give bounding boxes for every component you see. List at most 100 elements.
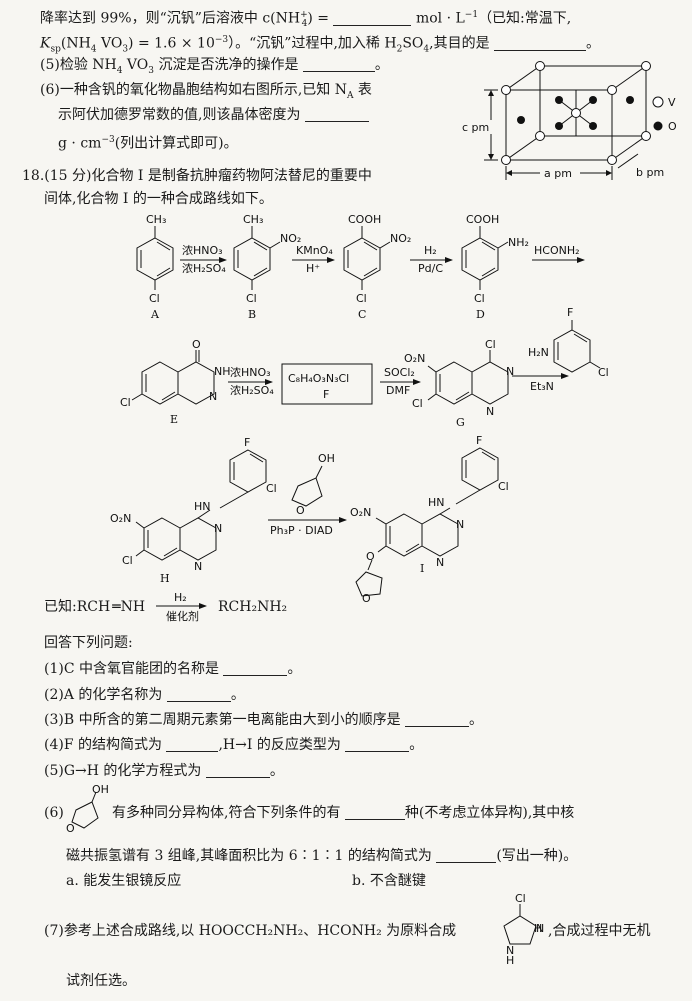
o-atom — [555, 96, 563, 104]
answer-blank[interactable] — [333, 11, 412, 26]
q6-line-3: g · cm−3(列出计算式即可)。 — [58, 135, 238, 152]
v-atom — [641, 61, 651, 71]
crystal-cell-diagram: V O c pm b pm a pm — [462, 61, 677, 180]
line-1: 降率达到 99%，则“沉钒”后溶液中 c(NH+4) = mol · L−1（已… — [40, 10, 572, 30]
svg-text:N: N — [194, 560, 202, 573]
svg-text:OH: OH — [318, 452, 335, 465]
label-b: B — [248, 308, 256, 321]
answer-blank[interactable] — [494, 36, 587, 51]
svg-text:N: N — [436, 556, 444, 569]
q7-line-2: 试剂任选。 — [66, 973, 136, 989]
q5: (5)G→H 的化学方程式为 。 — [44, 763, 284, 779]
line-2: Ksp(NH4 VO3) = 1.6 × 10−3）。“沉钒”过程中,加入稀 H… — [40, 35, 601, 55]
svg-text:HN: HN — [428, 496, 445, 509]
o-atom — [517, 116, 525, 124]
svg-text:F: F — [244, 436, 250, 449]
answer-blank[interactable] — [436, 848, 497, 863]
svg-text:O: O — [366, 550, 375, 563]
svg-text:N: N — [214, 522, 222, 535]
svg-text:Cl: Cl — [149, 292, 160, 305]
label-a: A — [150, 308, 160, 321]
svg-text:Et₃N: Et₃N — [530, 380, 554, 393]
o-atom — [626, 96, 634, 104]
svg-text:H₂: H₂ — [174, 591, 187, 604]
q2: (2)A 的化学名称为 。 — [44, 687, 245, 703]
answer-blank[interactable] — [223, 661, 288, 676]
svg-text:O: O — [66, 822, 75, 835]
svg-text:催化剂: 催化剂 — [166, 609, 199, 623]
q6-line-1: (6)一种含钒的氧化物晶胞结构如右图所示,已知 NA 表 — [40, 82, 372, 101]
svg-text:Cl: Cl — [246, 292, 257, 305]
svg-text:DMF: DMF — [386, 384, 410, 397]
label-d: D — [476, 308, 485, 321]
answer-blank[interactable] — [166, 737, 219, 752]
compound-d — [461, 226, 509, 290]
svg-text:N: N — [456, 518, 464, 531]
svg-text:Cl: Cl — [498, 480, 509, 493]
svg-text:N: N — [209, 390, 217, 403]
q7-line-1b: ,合成过程中无机 — [548, 923, 651, 939]
v-atom — [535, 131, 545, 141]
svg-text:Cl: Cl — [598, 366, 609, 379]
svg-text:H: H — [506, 954, 514, 967]
o-atom — [555, 122, 563, 130]
q6-num: (6) — [44, 805, 64, 821]
reagent-aniline — [553, 320, 601, 373]
svg-text:HN: HN — [194, 500, 211, 513]
reagent-hydroxy-thf — [291, 465, 323, 507]
answer-blank[interactable] — [205, 763, 270, 778]
q1: (1)C 中含氧官能团的名称是 。 — [44, 661, 302, 677]
svg-text:浓HNO₃: 浓HNO₃ — [230, 366, 271, 379]
svg-text:Pd/C: Pd/C — [418, 262, 443, 275]
q4: (4)F 的结构简式为 ,H→I 的反应类型为 。 — [44, 737, 424, 753]
q6-option-a: a. 能发生银镜反应 — [66, 873, 182, 889]
dimension-b: b pm — [636, 166, 664, 179]
svg-text:H₂: H₂ — [424, 244, 437, 257]
v-atom — [535, 61, 545, 71]
o-atom — [589, 96, 597, 104]
svg-text:H⁺: H⁺ — [306, 262, 320, 275]
compound-c — [343, 226, 391, 290]
svg-text:Cl: Cl — [122, 554, 133, 567]
answer-blank[interactable] — [344, 805, 405, 820]
q7-molecule: Cl H N N H — [503, 892, 544, 967]
answer-blank[interactable] — [405, 712, 470, 727]
answer-blank[interactable] — [166, 687, 231, 702]
v-atom — [607, 85, 617, 95]
svg-text:HCONH₂: HCONH₂ — [534, 244, 580, 257]
compound-a — [136, 226, 174, 290]
v-atom — [607, 155, 617, 165]
svg-text:N: N — [486, 405, 494, 418]
answer-blank[interactable] — [345, 737, 410, 752]
svg-text:CH₃: CH₃ — [146, 213, 166, 226]
svg-text:F: F — [567, 306, 573, 319]
svg-text:Cl: Cl — [485, 338, 496, 351]
q6-option-b: b. 不含醚键 — [352, 873, 426, 889]
svg-text:SOCl₂: SOCl₂ — [384, 366, 415, 379]
answer-blank[interactable] — [302, 57, 375, 72]
svg-text:NO₂: NO₂ — [280, 232, 301, 245]
v-atom — [501, 155, 511, 165]
svg-text:O₂N: O₂N — [110, 512, 131, 525]
svg-text:N: N — [536, 922, 544, 935]
q6-line-2: 磁共振氢谱有 3 组峰,其峰面积比为 6∶1∶1 的结构简式为 (写出一种)。 — [66, 848, 578, 864]
q6-line-2: 示阿伏加德罗常数的值,则该晶体密度为 — [58, 106, 369, 124]
compound-b — [233, 226, 281, 290]
compound-f-formula: C₈H₄O₃N₃Cl — [288, 372, 349, 385]
legend-v: V — [668, 96, 676, 109]
svg-text:COOH: COOH — [348, 213, 381, 226]
q6-molecule: OH O — [66, 783, 109, 835]
label-c: C — [358, 308, 366, 321]
dimension-a: a pm — [544, 167, 572, 180]
compound-i — [355, 447, 499, 597]
svg-text:Cl: Cl — [515, 892, 526, 905]
svg-text:O: O — [192, 338, 201, 351]
svg-text:F: F — [476, 434, 482, 447]
svg-text:O: O — [362, 592, 371, 605]
svg-text:N: N — [506, 944, 514, 957]
answer-blank[interactable] — [304, 107, 369, 122]
svg-text:Cl: Cl — [356, 292, 367, 305]
known-arrow: H₂ 催化剂 — [156, 591, 207, 623]
svg-text:Cl: Cl — [474, 292, 485, 305]
legend-o: O — [668, 120, 677, 133]
